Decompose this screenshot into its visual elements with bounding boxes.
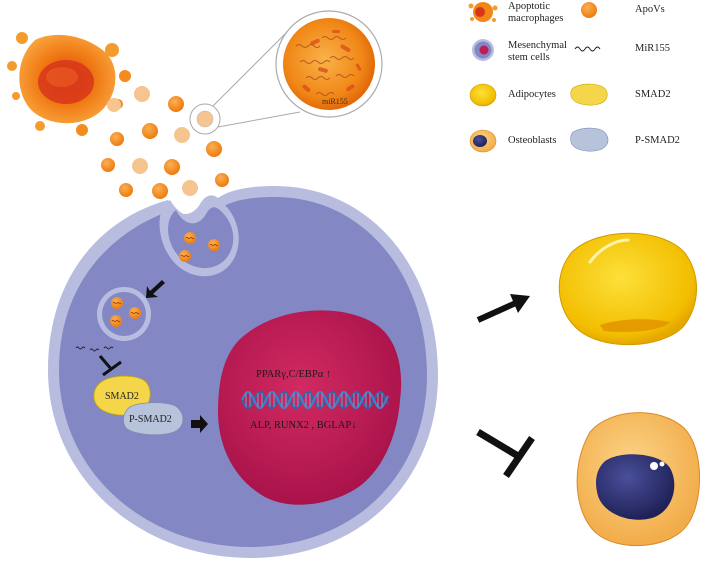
promote-arrow	[476, 294, 530, 323]
legend-mir155-icon	[574, 46, 601, 52]
legend-apoptotic-macrophages-label: Apoptotic macrophages	[508, 1, 564, 24]
legend-osteoblast-icon	[469, 129, 497, 153]
endosome	[97, 287, 151, 341]
legend-apov-icon	[581, 2, 597, 18]
upregulated-genes: PPARγ,C/EBPα ↑	[256, 369, 331, 380]
arrow-endocytosis	[146, 280, 165, 298]
legend-osteoblasts-label: Osteoblasts	[508, 135, 557, 146]
legend-smad2-label: SMAD2	[635, 89, 671, 100]
dna-helix	[241, 390, 389, 410]
psmad2-shape	[123, 402, 184, 436]
inhibit-symbol	[476, 428, 535, 478]
legend-msc-icon	[472, 39, 494, 61]
adipocyte-cell	[558, 232, 697, 346]
legend-mir155-label: MiR155	[635, 43, 671, 54]
zoom-mir155-label: miR155	[322, 97, 348, 106]
apov-zoom: miR155	[275, 10, 383, 118]
inhibition-mir-smad2	[98, 355, 122, 377]
released-mir155	[75, 346, 114, 352]
apovs-cluster	[101, 86, 229, 199]
legend	[468, 2, 609, 153]
psmad2-label: P-SMAD2	[129, 414, 172, 425]
downregulated-genes: ALP, RUNX2 , BGLAP↓	[250, 420, 356, 431]
zoom-line-top	[212, 21, 298, 107]
legend-adipocyte-icon	[469, 83, 497, 107]
osteoblast-cell	[576, 412, 701, 547]
smad2-label: SMAD2	[105, 391, 139, 402]
legend-adipocytes-label: Adipocytes	[508, 89, 556, 100]
apoptotic-macrophage	[7, 32, 131, 136]
legend-smad2-icon	[570, 83, 608, 106]
zoom-line-bottom	[217, 111, 301, 128]
legend-msc-label: Mesenchymal stem cells	[508, 40, 567, 63]
legend-apoptotic-macrophage-icon	[468, 2, 498, 22]
legend-psmad2-icon	[570, 127, 609, 152]
legend-psmad2-label: P-SMAD2	[635, 135, 680, 146]
internalized-apovs	[179, 232, 220, 262]
legend-apovs-label: ApoVs	[635, 4, 665, 15]
arrow-to-nucleus	[191, 415, 208, 433]
